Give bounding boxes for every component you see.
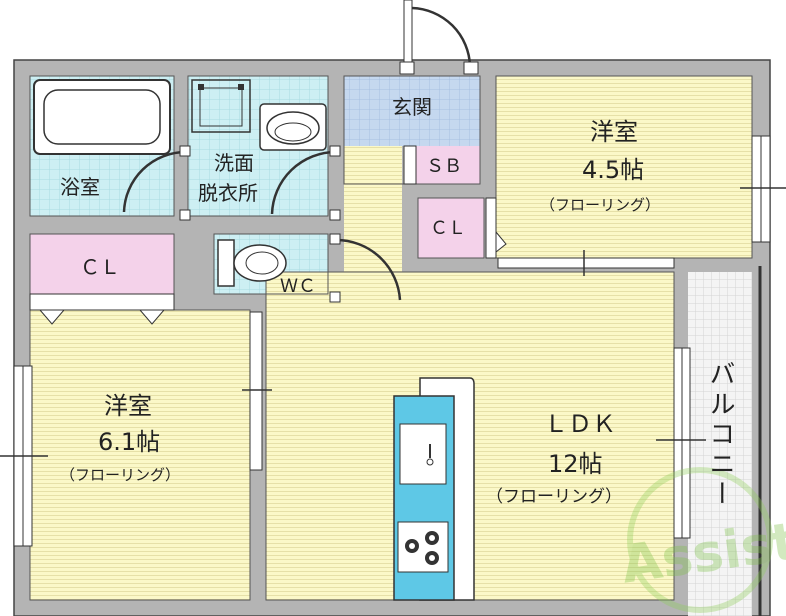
- wc-label: ＷＣ: [280, 276, 316, 297]
- cl-left-floor: [30, 234, 174, 294]
- entrance-label: 玄関: [392, 95, 432, 119]
- ldk-floor: （フローリング）: [486, 487, 622, 507]
- ldk-size: 12帖: [548, 450, 603, 478]
- cl-left-label: ＣＬ: [80, 255, 120, 279]
- entrance-floor: [344, 76, 480, 146]
- balcony-label: バルコニー: [705, 360, 735, 510]
- room-west-size: 6.1帖: [98, 428, 160, 456]
- room-east-floor: [496, 76, 752, 258]
- room-east-name: 洋室: [590, 118, 638, 146]
- sliding-doors: [29, 145, 675, 471]
- wash-label-2: 脱衣所: [198, 181, 258, 205]
- room-west-name: 洋室: [104, 392, 152, 420]
- cl-small-label: ＣＬ: [430, 218, 466, 239]
- interior-doors: [122, 150, 402, 301]
- room-west-floor: [30, 310, 250, 600]
- wash-label-1: 洗面: [214, 151, 254, 175]
- bath-label: 浴室: [60, 175, 100, 199]
- bathtub-icon: [33, 79, 171, 155]
- kitchen-counter: [393, 377, 475, 601]
- stove-icon: [405, 531, 439, 565]
- shoebox-label: ＳＢ: [426, 156, 462, 177]
- washing-machine-icon: [191, 79, 251, 133]
- shoebox: [416, 146, 480, 184]
- toilet-icon: [217, 239, 287, 287]
- wash-basin-icon: [259, 103, 327, 151]
- room-west-floor: （フローリング）: [60, 466, 180, 484]
- ldk-upper-floor: [418, 272, 674, 286]
- room-east-size: 4.5帖: [582, 156, 644, 184]
- cl-small-floor: [418, 198, 484, 258]
- door-hinges: [179, 145, 341, 303]
- ldk-name: ＬＤＫ: [544, 410, 616, 438]
- balcony-floor: [688, 272, 752, 616]
- room-east-floor: （フローリング）: [540, 196, 660, 214]
- windows: [0, 135, 786, 547]
- entrance-door: [399, 0, 479, 75]
